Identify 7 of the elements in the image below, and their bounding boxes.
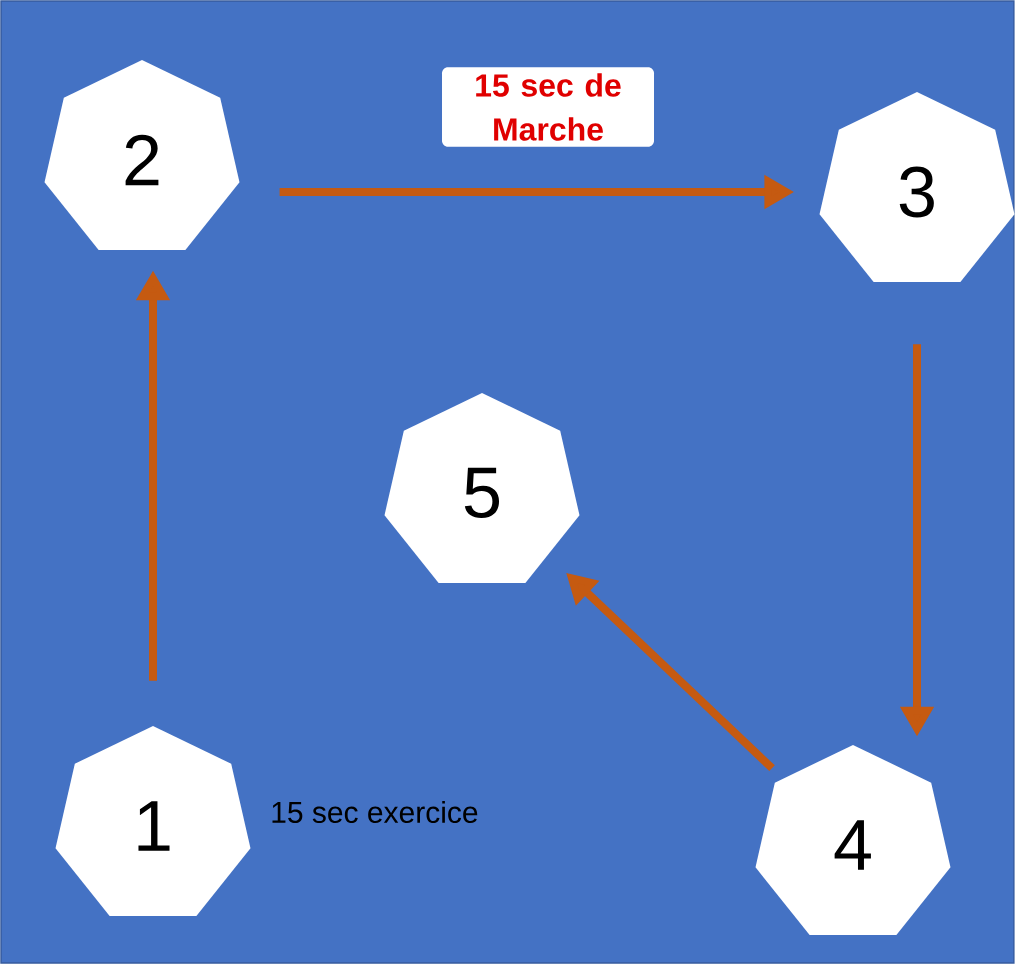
heptagon-node: 2 (44, 60, 240, 251)
heptagon-node: 1 (55, 726, 251, 917)
side-label: 15 sec exercice (272, 801, 478, 823)
heptagon-node: 3 (819, 92, 1015, 283)
heptagon-node: 5 (384, 393, 580, 584)
edge-label: 15 sec de Marche (442, 67, 654, 147)
heptagon-node: 4 (755, 745, 951, 936)
